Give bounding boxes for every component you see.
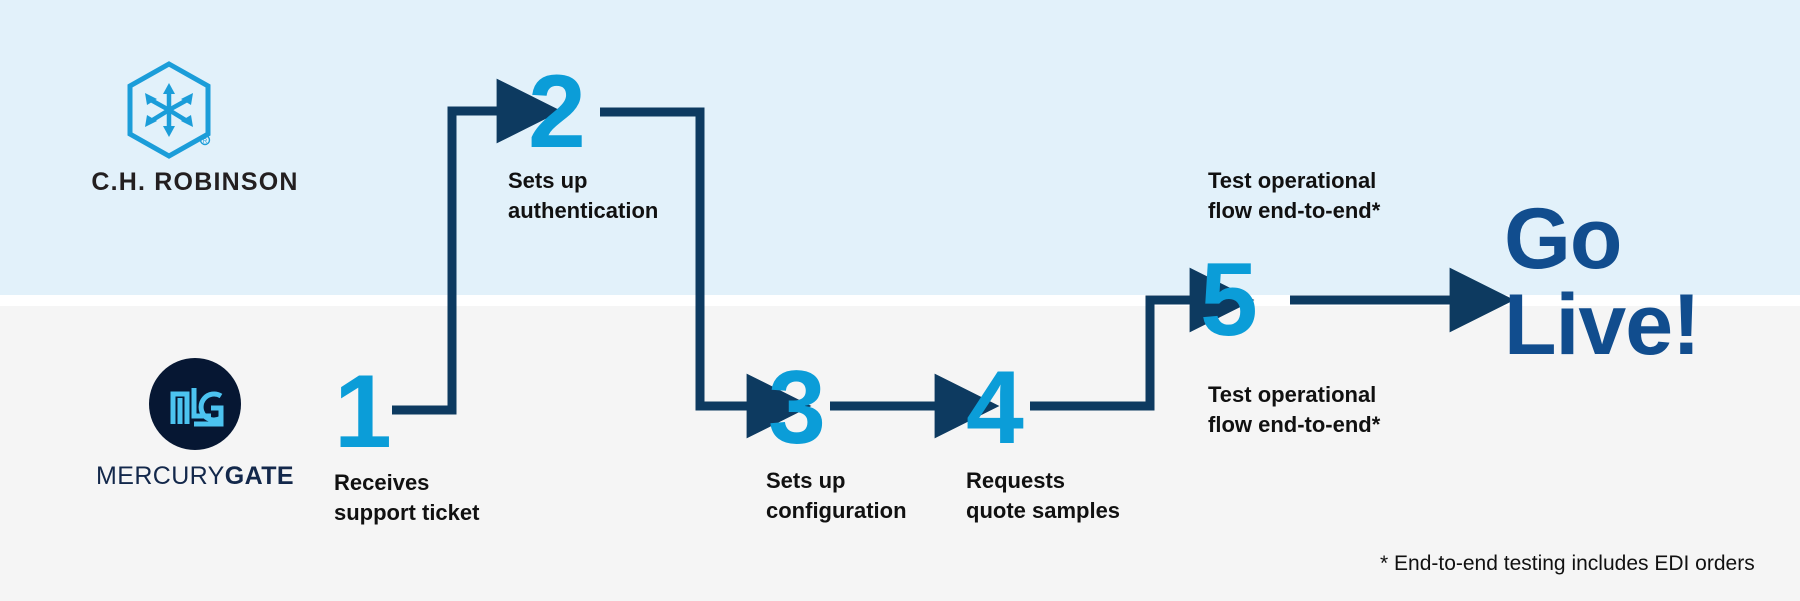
- connector-4-to-5: [1030, 267, 1255, 411]
- mercurygate-wordmark: MERCURYGATE: [60, 462, 330, 491]
- go-live-line-1: Go: [1504, 191, 1622, 287]
- step-label-2: Sets up authentication: [508, 168, 659, 223]
- mercurygate-wordmark-bold: GATE: [224, 462, 294, 490]
- connector-2-to-3: [600, 107, 812, 439]
- mercurygate-wordmark-light: MERCURY: [96, 462, 225, 490]
- lane-band-divider: [0, 295, 1800, 306]
- lane-band-chrobinson: [0, 0, 1800, 295]
- svg-text:R: R: [203, 139, 208, 145]
- step-number-4: 4: [966, 350, 1024, 466]
- footnote-text: * End-to-end testing includes EDI orders: [1380, 552, 1755, 575]
- mg-monogram-icon: [170, 388, 224, 427]
- step-number-5: 5: [1200, 242, 1258, 358]
- step-label-1: Receives support ticket: [334, 470, 480, 525]
- step-number-2: 2: [528, 54, 586, 170]
- step-label-3: Sets up configuration: [766, 468, 907, 523]
- chrobinson-wordmark: C.H. ROBINSON: [91, 168, 299, 196]
- chrobinson-logo: R C.H. ROBINSON: [60, 60, 330, 220]
- go-live-line-2: Live!: [1504, 277, 1701, 373]
- go-live-callout: Go Live!: [1504, 196, 1774, 368]
- lane-band-mercurygate: [0, 306, 1800, 601]
- mercurygate-logo: MERCURYGATE: [60, 358, 330, 498]
- note-test-flow-top: Test operational flow end-to-end*: [1208, 168, 1381, 223]
- step-number-3: 3: [768, 350, 826, 466]
- note-test-flow-bottom: Test operational flow end-to-end*: [1208, 382, 1381, 437]
- step-label-4: Requests quote samples: [966, 468, 1121, 523]
- connector-1-to-2: [392, 78, 562, 415]
- cube-arrows-hexagon-icon: R: [127, 61, 211, 159]
- step-number-1: 1: [334, 354, 392, 470]
